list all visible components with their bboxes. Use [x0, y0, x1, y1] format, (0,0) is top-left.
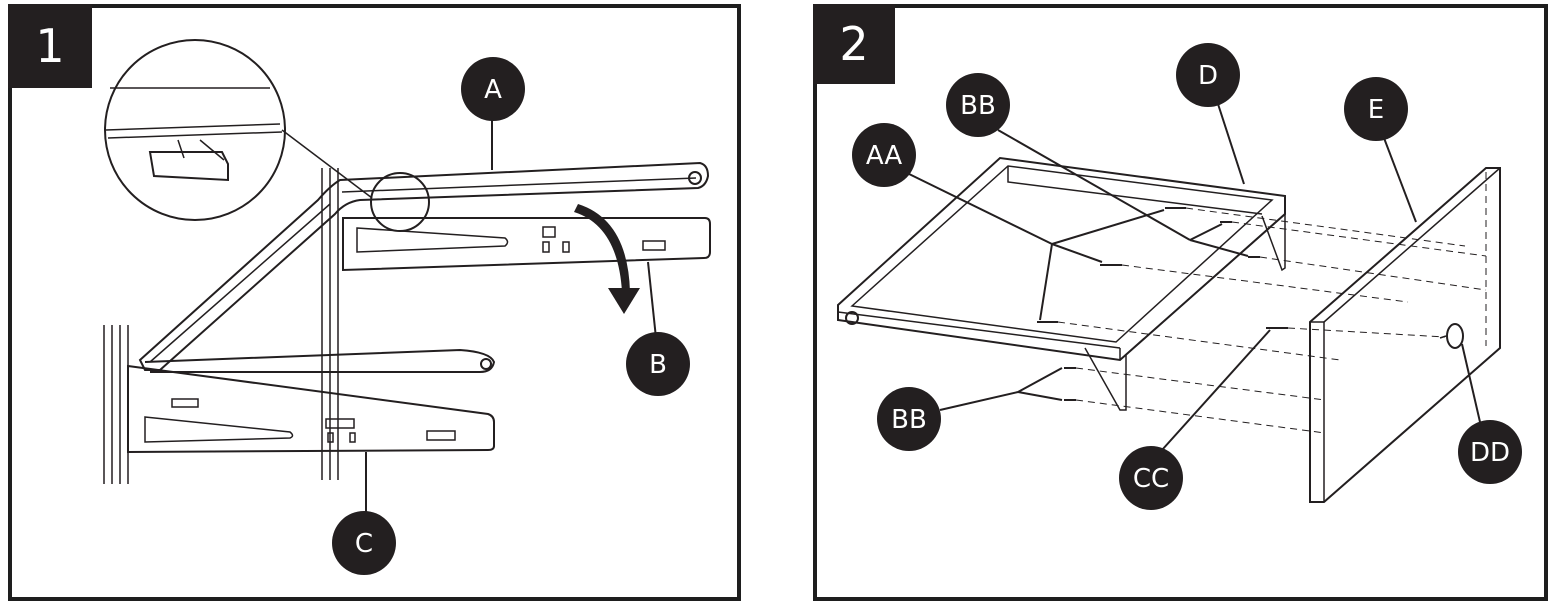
- step-1-badge: 1: [8, 4, 92, 88]
- wall-standard-lower: [103, 325, 129, 484]
- drawer-front-e: [1309, 167, 1501, 503]
- support-arm-a: [138, 161, 710, 373]
- callout-cc: CC: [1119, 446, 1183, 510]
- drawer-frame-d: [837, 156, 1286, 411]
- step-2-badge: 2: [813, 4, 895, 84]
- alignment-lines: [1057, 207, 1487, 434]
- screws: [1037, 207, 1288, 401]
- callout-bb-top: BB: [946, 73, 1010, 137]
- callout-a: A: [461, 57, 525, 121]
- magnifier-detail-icon: [104, 39, 430, 232]
- callout-aa-label: AA: [866, 141, 903, 171]
- callout-d-label: D: [1198, 61, 1218, 91]
- rotate-down-arrow-icon: [574, 204, 640, 314]
- callout-a-label: A: [484, 75, 502, 105]
- callout-c-label: C: [355, 529, 373, 559]
- callout-d: D: [1176, 43, 1240, 107]
- leader-b: [647, 261, 657, 339]
- bracket-c: [127, 364, 495, 454]
- callout-dd-label: DD: [1470, 438, 1510, 468]
- step-2-panel: 2: [813, 4, 1548, 601]
- callout-bb-bottom-label: BB: [891, 405, 927, 435]
- callout-b: B: [626, 332, 690, 396]
- callout-e-label: E: [1368, 95, 1384, 125]
- callout-cc-label: CC: [1133, 464, 1169, 494]
- callout-bb-top-label: BB: [960, 91, 996, 121]
- callout-bb-bottom: BB: [877, 387, 941, 451]
- callout-aa: AA: [852, 123, 916, 187]
- callout-dd: DD: [1458, 420, 1522, 484]
- callout-e: E: [1344, 77, 1408, 141]
- callout-b-label: B: [649, 350, 667, 380]
- callout-c: C: [332, 511, 396, 575]
- bracket-b: [342, 217, 711, 272]
- leaders-panel-2: [904, 103, 1481, 451]
- knob-dd: [1439, 323, 1464, 349]
